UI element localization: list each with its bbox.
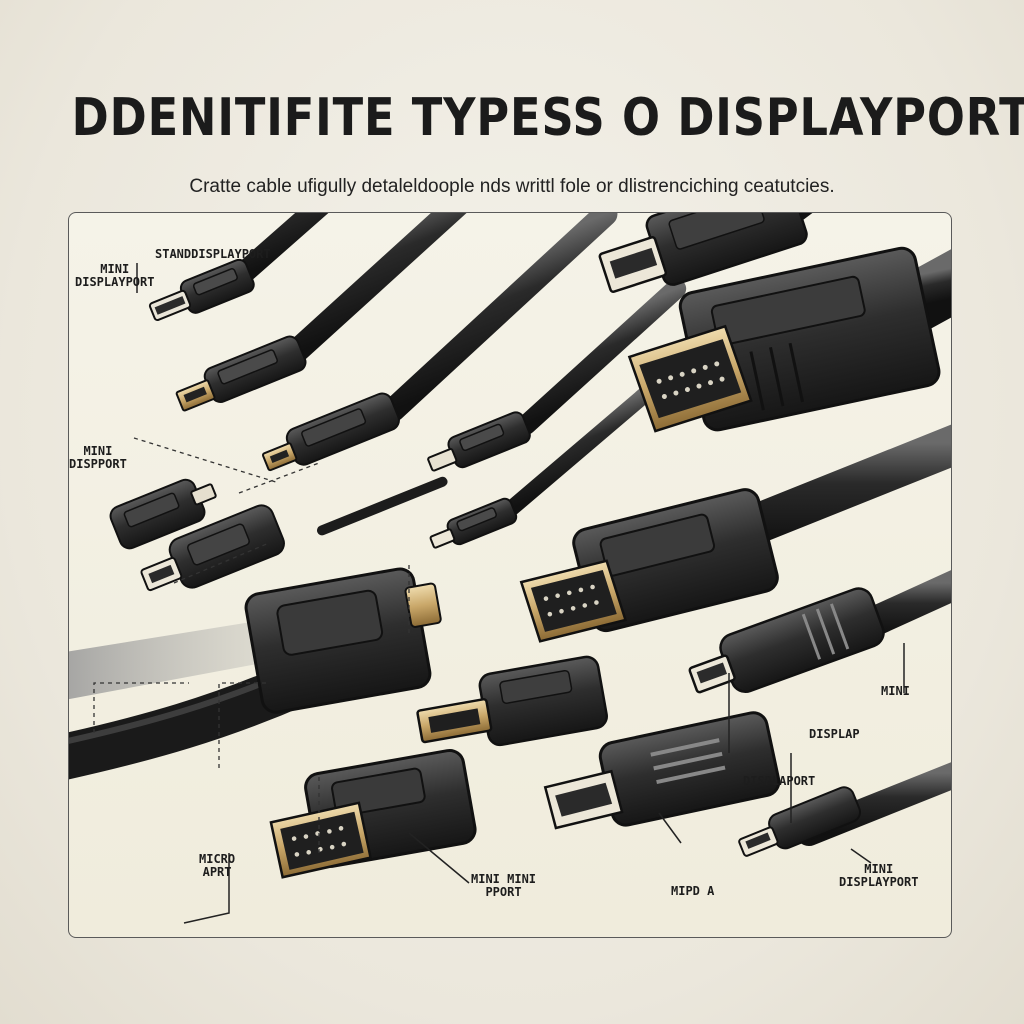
mini-displayport-connector-bottom-right <box>738 786 862 857</box>
page-title: DDENITIFITE TYPESS O DISPLAYPORT ABLE <box>71 88 1024 148</box>
micro-connector-bottom-left <box>269 748 477 879</box>
label-mini-dispport: MINI DISPPORT <box>69 444 127 471</box>
micro-connector-lower <box>429 377 664 549</box>
label-displap: DISPLAP <box>809 727 860 741</box>
standard-displayport-connector-top <box>598 213 941 293</box>
leader-lines <box>93 437 410 853</box>
solid-leader-lines <box>136 263 905 924</box>
label-mipd-a: MIPD A <box>671 884 715 898</box>
mini-connector-left-2 <box>140 504 285 592</box>
standard-connector-center-left <box>244 567 442 714</box>
mini-connector-left-1 <box>109 478 217 550</box>
label-micro-aprt: MICRO APRT <box>199 852 236 879</box>
mini-connector-middle <box>416 655 608 747</box>
label-mini-displayport-bottom: MINI DISPLAYPORT <box>839 862 919 889</box>
cable-illustration <box>69 213 951 924</box>
thin-cable-plug <box>316 476 448 536</box>
mini-connector-right <box>688 587 885 694</box>
mini-displayport-connector-3 <box>261 213 618 472</box>
diagram-panel: STANDDISPLAYPORT MINI DISPLAYPORT MINI D… <box>68 212 952 938</box>
displayport-connector-center-right <box>519 488 779 643</box>
label-mini-mini-pport: MINI MINI PPORT <box>471 872 537 899</box>
label-mini-right: MINI <box>881 684 910 698</box>
label-standard-displayport: STANDDISPLAYPORT <box>155 247 271 261</box>
mini-displayport-connector-2 <box>175 213 512 412</box>
label-mini-displayport-top: MINI DISPLAYPORT <box>75 262 155 289</box>
large-displayport-connector <box>627 228 951 433</box>
micro-connector-center <box>427 278 687 472</box>
mini-displayport-connector-1 <box>148 213 415 322</box>
label-displaport: DISPLAPORT <box>743 774 816 788</box>
page-subtitle: Cratte cable ufigully detaleldoople nds … <box>189 176 835 197</box>
mini-port-connector-bottom <box>543 711 781 830</box>
